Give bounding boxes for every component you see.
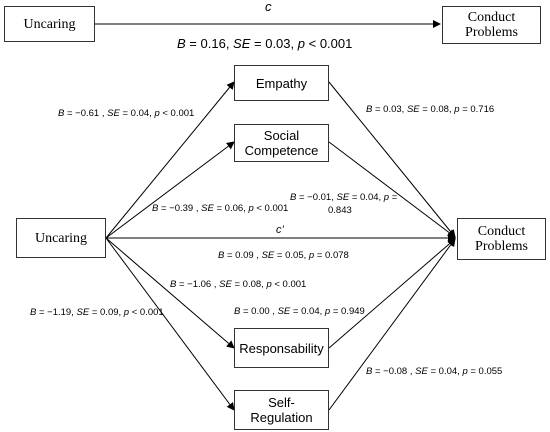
- a-path-se-self: 0.09,: [100, 307, 122, 318]
- mediator-label-self-line1: Self-: [268, 395, 295, 410]
- b-path-b-social: −0.01,: [307, 192, 334, 203]
- predictor-box: Uncaring: [16, 218, 106, 258]
- a-path-p-social: < 0.001: [256, 203, 289, 214]
- a-path-b-self: −1.19,: [47, 307, 74, 318]
- direct-effect-p: = 0.078: [316, 250, 349, 261]
- mediator-box-responsability: Responsability: [234, 328, 329, 368]
- outcome-label-line1: Conduct: [477, 224, 526, 239]
- predictor-label: Uncaring: [34, 230, 88, 246]
- b-path-arrow-empathy: [328, 81, 456, 238]
- b-path-se-responsability: 0.04,: [301, 306, 323, 317]
- a-path-label-responsability: B = −1.06 , SE = 0.08, p < 0.001: [170, 279, 307, 290]
- mediator-label-responsability: Responsability: [239, 340, 324, 356]
- total-effect-b: 0.16: [200, 36, 226, 51]
- total-effect-path-label: c: [265, 0, 272, 14]
- b-path-p-empathy: = 0.716: [462, 104, 495, 115]
- a-path-p-empathy: < 0.001: [162, 108, 195, 119]
- b-path-p-self: = 0.055: [470, 366, 503, 377]
- a-path-arrow-responsability: [105, 237, 235, 349]
- a-path-b-empathy: −0.61 ,: [75, 108, 105, 119]
- mediator-label-social-line1: Social: [263, 128, 300, 143]
- top-outcome-box: Conduct Problems: [442, 6, 541, 44]
- b-path-b-responsability: 0.00 ,: [251, 306, 275, 317]
- top-predictor-box: Uncaring: [4, 6, 95, 42]
- direct-effect-se: 0.05,: [285, 250, 307, 261]
- top-predictor-label: Uncaring: [23, 16, 76, 32]
- a-path-se-responsability: 0.08,: [242, 279, 264, 290]
- mediator-box-empathy: Empathy: [234, 65, 329, 101]
- mediator-label-empathy: Empathy: [255, 75, 308, 91]
- a-path-arrow-self-regulation: [105, 237, 235, 411]
- mediator-label-self-line2: Regulation: [250, 410, 313, 425]
- a-path-se-empathy: 0.04,: [130, 108, 152, 119]
- mediator-label-social-line2: Competence: [244, 143, 319, 158]
- b-path-p-social: =: [391, 192, 398, 203]
- top-outcome-label-line1: Conduct: [467, 10, 516, 25]
- a-path-arrow-social-competence: [105, 141, 235, 239]
- b-path-se-self: 0.04,: [438, 366, 460, 377]
- a-path-b-responsability: −1.06 ,: [187, 279, 217, 290]
- total-effect-stats: B = 0.16, SE = 0.03, p < 0.001: [177, 36, 353, 51]
- b-path-label-social-competence-p-value: 0.843: [328, 205, 352, 216]
- a-path-b-social: −0.39 ,: [169, 203, 199, 214]
- total-effect-p: < 0.001: [308, 36, 353, 51]
- b-path-arrow-social-competence: [328, 141, 456, 238]
- a-path-p-self: < 0.001: [131, 307, 164, 318]
- b-path-se-social: 0.04,: [360, 192, 382, 203]
- b-path-arrow-responsability: [328, 238, 456, 349]
- total-effect-se: 0.03: [265, 36, 291, 51]
- direct-effect-path-label: c’: [276, 224, 284, 236]
- b-path-b-self: −0.08 ,: [383, 366, 413, 377]
- outcome-label-line2: Problems: [475, 239, 528, 254]
- b-path-label-responsability: B = 0.00 , SE = 0.04, p = 0.949: [234, 306, 365, 317]
- b-path-label-self-regulation: B = −0.08 , SE = 0.04, p = 0.055: [366, 366, 503, 377]
- direct-effect-b: 0.09 ,: [235, 250, 259, 261]
- a-path-label-social-competence: B = −0.39 , SE = 0.06, p < 0.001: [152, 203, 289, 214]
- top-outcome-label-line2: Problems: [465, 25, 518, 40]
- a-path-se-social: 0.06,: [224, 203, 246, 214]
- a-path-label-empathy: B = −0.61 , SE = 0.04, p < 0.001: [58, 108, 195, 119]
- mediator-box-social-competence: Social Competence: [234, 124, 329, 162]
- b-path-label-empathy: B = 0.03, SE = 0.08, p = 0.716: [366, 104, 495, 115]
- direct-effect-label: B = 0.09 , SE = 0.05, p = 0.078: [218, 250, 349, 261]
- b-path-arrow-self-regulation: [328, 238, 456, 411]
- b-path-label-social-competence: B = −0.01, SE = 0.04, p =: [290, 192, 398, 203]
- a-path-label-self-regulation: B = −1.19, SE = 0.09, p < 0.001: [30, 307, 164, 318]
- mediator-box-self-regulation: Self- Regulation: [234, 390, 329, 430]
- b-path-se-empathy: 0.08,: [430, 104, 452, 115]
- a-path-p-responsability: < 0.001: [274, 279, 307, 290]
- b-path-b-empathy: 0.03,: [383, 104, 405, 115]
- a-path-arrow-empathy: [105, 81, 235, 239]
- b-path-p-responsability: = 0.949: [332, 306, 365, 317]
- outcome-box: Conduct Problems: [457, 218, 546, 260]
